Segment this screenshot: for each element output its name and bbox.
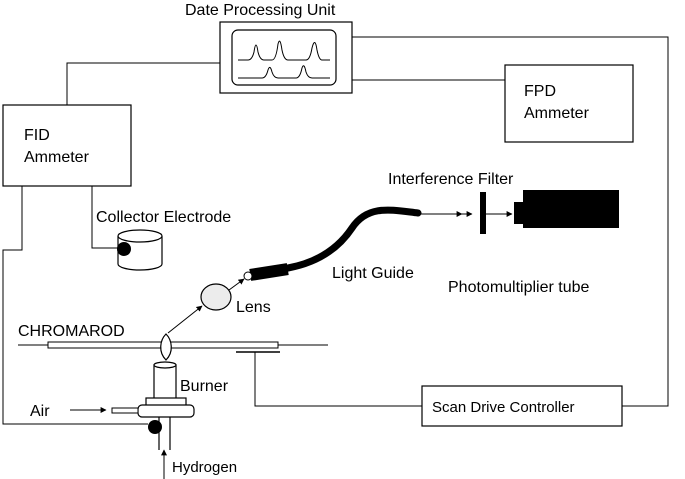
chromatogram-trace-upper xyxy=(238,40,330,61)
scan-drive-controller: Scan Drive Controller xyxy=(421,385,623,427)
fpd-ammeter: FPD Ammeter xyxy=(504,64,634,143)
air-label: Air xyxy=(30,403,50,420)
chromatogram-trace-lower xyxy=(238,65,330,79)
light-guide-input-ferrule xyxy=(249,263,289,281)
wire-dpu-scan xyxy=(352,36,669,407)
interference-filter-label: Interference Filter xyxy=(388,171,514,188)
flame xyxy=(160,333,172,361)
wire-fid-burner xyxy=(2,186,148,425)
light-guide-tip xyxy=(243,271,253,281)
wire-fid-collector xyxy=(91,186,118,249)
photomultiplier-tube-label: Photomultiplier tube xyxy=(448,279,590,296)
chromarod-assembly: CHROMAROD xyxy=(18,323,328,353)
photomultiplier-tube-body xyxy=(523,190,619,228)
burner-connector-dot xyxy=(148,420,162,434)
burner-assembly: Burner Air Hydrogen xyxy=(30,333,237,479)
collector-electrode-label: Collector Electrode xyxy=(96,209,231,226)
collector-cylinder-top xyxy=(117,229,163,243)
interference-filter-plate xyxy=(480,192,486,234)
light-guide: Light Guide xyxy=(243,206,422,282)
fid-label-line1: FID xyxy=(24,127,50,144)
light-guide-fiber xyxy=(252,206,422,278)
light-arrow-flame-to-lens xyxy=(167,305,203,334)
hydrogen-label: Hydrogen xyxy=(172,459,237,476)
wire-scan-carriage xyxy=(254,352,422,407)
burner-label: Burner xyxy=(180,378,229,395)
fid-ammeter: FID Ammeter xyxy=(2,104,132,187)
fid-label-line2: Ammeter xyxy=(24,149,90,166)
air-inlet-pipe xyxy=(111,407,139,414)
lens-assembly: Lens xyxy=(167,278,271,334)
light-guide-label: Light Guide xyxy=(332,265,414,282)
fpd-label-line2: Ammeter xyxy=(524,105,590,122)
fpd-label-line1: FPD xyxy=(524,83,556,100)
chromarod-label: CHROMAROD xyxy=(18,323,125,340)
collector-connector-dot xyxy=(117,242,131,256)
wire-dpu-fid xyxy=(66,62,220,105)
burner-base xyxy=(137,404,195,418)
lens-label: Lens xyxy=(236,299,271,316)
optical-detector: Interference Filter Photomultiplier tube xyxy=(388,171,619,296)
wiring xyxy=(2,36,669,425)
lens-element xyxy=(200,283,232,311)
scan-drive-controller-label: Scan Drive Controller xyxy=(432,399,575,416)
light-arrow-lens-to-guide xyxy=(228,278,245,291)
burner-tip xyxy=(153,361,177,369)
fid-box xyxy=(2,104,132,187)
pmt-window xyxy=(514,202,524,224)
burner-tube xyxy=(153,364,177,404)
scan-drive-controller-box xyxy=(421,385,623,427)
fpd-box xyxy=(504,64,634,143)
data-processing-unit: Date Processing Unit xyxy=(185,2,353,94)
collector-electrode: Collector Electrode xyxy=(96,209,231,271)
dpu-label: Date Processing Unit xyxy=(185,2,336,19)
